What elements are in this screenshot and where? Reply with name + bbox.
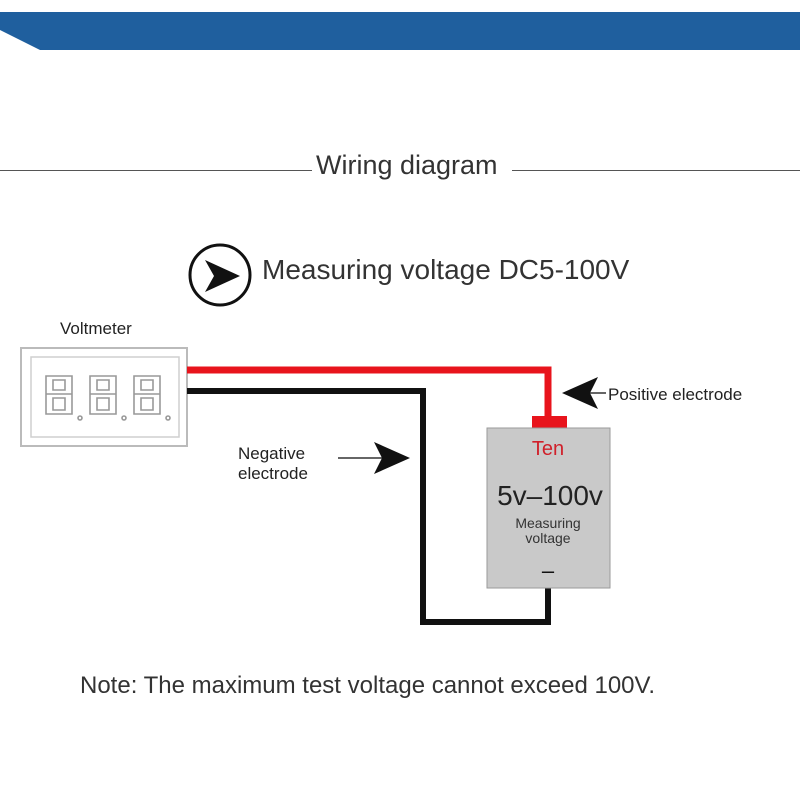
positive-arrowhead-icon — [562, 377, 606, 409]
title-rule-left — [0, 170, 312, 171]
negative-label-line-1: Negative — [238, 444, 306, 463]
negative-label-line-2: electrode — [238, 464, 308, 483]
measuring-heading: Measuring voltage DC5-100V — [262, 254, 630, 285]
play-arrow-circle-icon — [188, 243, 252, 307]
top-banner — [0, 12, 800, 50]
minus-sign: – — [542, 558, 555, 583]
note-text: Note: The maximum test voltage cannot ex… — [80, 672, 656, 699]
negative-arrowhead-icon — [338, 442, 410, 474]
voltmeter-digits — [45, 375, 171, 421]
caption-line-2: voltage — [525, 530, 570, 546]
voltmeter-label: Voltmeter — [60, 319, 132, 338]
positive-wire — [187, 366, 552, 418]
positive-electrode-label: Positive electrode — [608, 385, 743, 404]
terminal-label: Ten — [532, 438, 564, 460]
voltage-source-box — [486, 427, 611, 589]
section-title: Wiring diagram — [0, 148, 800, 184]
positive-terminal — [532, 416, 567, 428]
title-rule-right — [512, 170, 800, 171]
caption-line-1: Measuring — [515, 515, 580, 531]
negative-wire — [187, 388, 551, 625]
section-title-text: Wiring diagram — [316, 150, 498, 180]
range-label: 5v–100v — [497, 480, 603, 511]
voltmeter — [20, 347, 188, 447]
